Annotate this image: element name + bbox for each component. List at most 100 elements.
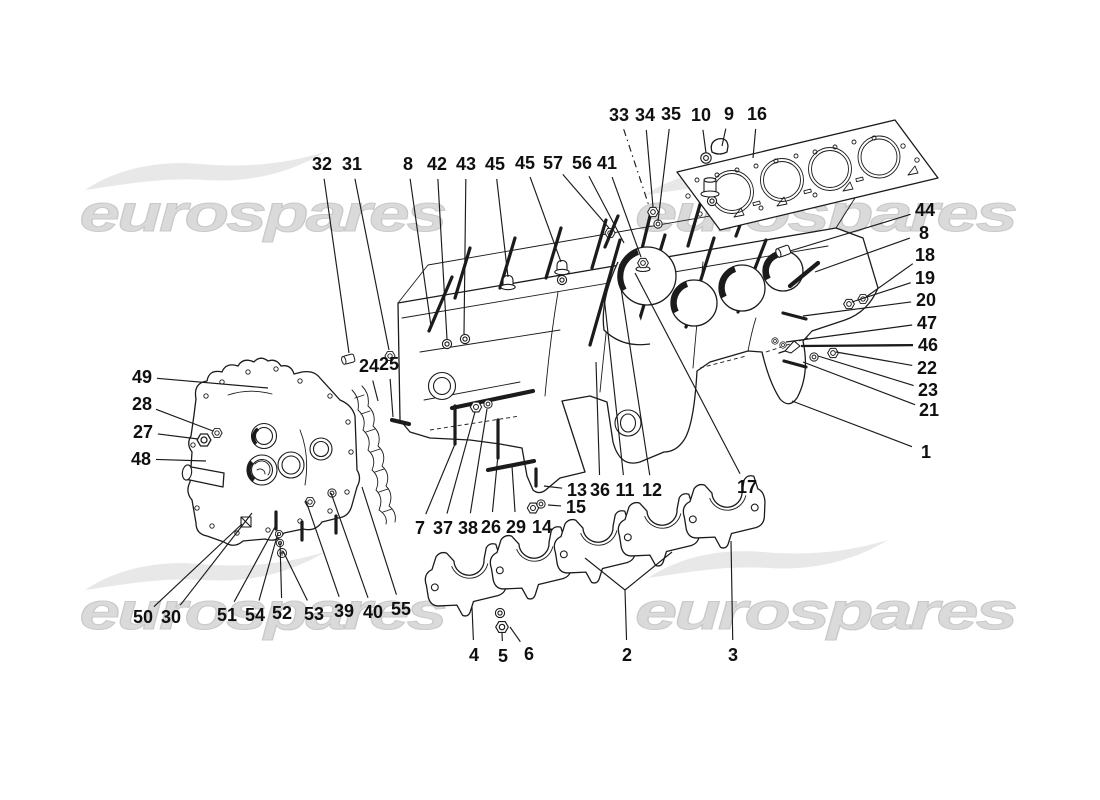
callout-25: 25 bbox=[379, 354, 399, 374]
callout-44: 44 bbox=[915, 200, 935, 220]
callout-56: 56 bbox=[572, 153, 592, 173]
callout-13: 13 bbox=[567, 480, 587, 500]
callout-22: 22 bbox=[917, 358, 937, 378]
callout-40: 40 bbox=[363, 602, 383, 622]
leader-line-39 bbox=[305, 500, 340, 598]
leader-line-49 bbox=[156, 377, 269, 389]
leader-line-45 bbox=[529, 176, 562, 263]
watermark-top-left: eurospares bbox=[79, 152, 448, 244]
leader-line-40 bbox=[330, 492, 369, 599]
leader-line-1 bbox=[791, 400, 913, 448]
cylinder-liners bbox=[602, 246, 804, 346]
leader-line-47 bbox=[785, 324, 913, 343]
callout-52: 52 bbox=[272, 603, 292, 623]
watermark-bottom-left: eurospares bbox=[79, 552, 448, 642]
leader-line-32 bbox=[323, 178, 350, 354]
leader-line-21 bbox=[802, 361, 916, 406]
leader-line-34 bbox=[645, 129, 654, 208]
callout-8: 8 bbox=[403, 154, 413, 174]
leader-line-51 bbox=[233, 526, 276, 603]
leader-line-57 bbox=[562, 173, 610, 229]
cover-gasket-drawing bbox=[351, 385, 396, 525]
leader-line-53 bbox=[282, 550, 308, 601]
callout-28: 28 bbox=[132, 394, 152, 414]
leader-line-42 bbox=[437, 178, 448, 340]
callout-54: 54 bbox=[245, 605, 265, 625]
leader-line-12 bbox=[620, 287, 651, 476]
callout-3: 3 bbox=[728, 645, 738, 665]
callout-35: 35 bbox=[661, 104, 681, 124]
gasket-bolt-holes bbox=[685, 135, 920, 218]
callout-45: 45 bbox=[515, 153, 535, 173]
leader-fork-2 bbox=[584, 557, 626, 591]
watermark-text: eurospares bbox=[80, 583, 446, 641]
leader-line-33 bbox=[623, 129, 650, 207]
callout-20: 20 bbox=[916, 290, 936, 310]
watermark-text: eurospares bbox=[80, 185, 446, 243]
callout-50: 50 bbox=[133, 607, 153, 627]
leader-line-8 bbox=[409, 178, 432, 327]
leader-line-35 bbox=[657, 128, 670, 222]
callout-24: 24 bbox=[359, 356, 379, 376]
callout-37: 37 bbox=[433, 518, 453, 538]
callout-39: 39 bbox=[334, 601, 354, 621]
leader-line-17 bbox=[634, 272, 741, 474]
callout-11: 11 bbox=[615, 480, 634, 500]
callout-36: 36 bbox=[590, 480, 610, 500]
callout-19: 19 bbox=[915, 268, 935, 288]
callout-43: 43 bbox=[456, 154, 476, 174]
callout-23: 23 bbox=[918, 380, 938, 400]
callout-4: 4 bbox=[469, 645, 479, 665]
callout-46: 46 bbox=[918, 335, 938, 355]
callout-38: 38 bbox=[458, 518, 478, 538]
leader-line-27 bbox=[157, 433, 199, 440]
callout-15: 15 bbox=[566, 497, 586, 517]
leader-line-23 bbox=[817, 355, 914, 387]
callout-51: 51 bbox=[217, 605, 237, 625]
callout-14: 14 bbox=[532, 517, 552, 537]
watermark-text: eurospares bbox=[635, 583, 1017, 641]
leader-line-38 bbox=[469, 408, 488, 514]
leader-line-41 bbox=[611, 176, 642, 258]
callout-33: 33 bbox=[609, 105, 629, 125]
leader-fork-2 bbox=[624, 551, 673, 591]
leader-line-4 bbox=[471, 606, 474, 641]
leader-line-29 bbox=[511, 465, 516, 513]
leader-line-10 bbox=[702, 129, 707, 154]
leader-line-19 bbox=[851, 282, 911, 303]
callout-1: 1 bbox=[921, 442, 931, 462]
callout-27: 27 bbox=[133, 422, 153, 442]
leader-line-46 bbox=[800, 343, 914, 348]
callout-29: 29 bbox=[506, 517, 526, 537]
callout-45: 45 bbox=[485, 154, 505, 174]
leader-line-2 bbox=[624, 589, 628, 641]
callout-41: 41 bbox=[597, 153, 617, 173]
leader-line-8 bbox=[814, 237, 911, 273]
hardware-parts bbox=[196, 177, 869, 558]
callout-12: 12 bbox=[642, 480, 662, 500]
callout-30: 30 bbox=[161, 607, 181, 627]
leader-line-26 bbox=[491, 454, 499, 513]
callout-17: 17 bbox=[737, 477, 757, 497]
callout-49: 49 bbox=[132, 367, 152, 387]
leader-line-18 bbox=[865, 263, 914, 298]
callout-2: 2 bbox=[622, 645, 632, 665]
leader-line-22 bbox=[835, 351, 913, 366]
leader-line-44 bbox=[789, 213, 911, 252]
callout-47: 47 bbox=[917, 313, 937, 333]
callout-10: 10 bbox=[691, 105, 711, 125]
callout-7: 7 bbox=[415, 518, 425, 538]
front-cover-drawing bbox=[181, 357, 361, 546]
leader-line-45 bbox=[496, 178, 509, 278]
callout-53: 53 bbox=[304, 604, 324, 624]
leader-line-56 bbox=[588, 176, 625, 244]
leader-line-48 bbox=[155, 458, 207, 462]
gasket-tab bbox=[710, 138, 729, 155]
callout-34: 34 bbox=[635, 105, 655, 125]
callout-5: 5 bbox=[498, 646, 508, 666]
leader-line-30 bbox=[179, 512, 253, 606]
leader-line-55 bbox=[361, 486, 397, 595]
callout-8: 8 bbox=[919, 223, 929, 243]
